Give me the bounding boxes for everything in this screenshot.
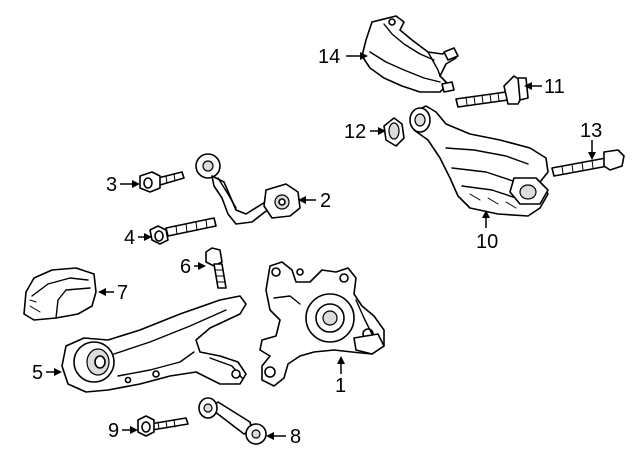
part-5-trailing-arm [61,295,247,393]
part-3-bolt [139,171,185,193]
callout-12: 12 [344,121,366,143]
part-14-bracket [361,15,459,93]
part-6-bolt [205,247,227,289]
callout-6: 6 [180,256,191,278]
part-7-cover [23,267,97,321]
callout-9: 9 [108,420,119,442]
callout-labels: 14 11 12 13 10 3 2 4 6 7 1 5 9 8 [32,46,602,448]
part-4-bolt [149,217,217,245]
part-1-knuckle [259,261,385,387]
part-10-lower-arm [409,105,549,217]
part-9-bolt [137,415,189,437]
part-12-bushing [383,117,405,147]
part-8-link [198,397,267,445]
callout-2: 2 [320,190,331,212]
callout-4: 4 [124,227,135,249]
callout-11: 11 [544,76,565,98]
callout-10: 10 [476,231,498,253]
callout-1: 1 [335,375,346,397]
callout-3: 3 [106,174,117,196]
part-13-bolt [551,149,625,177]
callout-13: 13 [580,120,602,142]
callout-arrows [46,52,596,440]
callout-14: 14 [318,46,340,68]
part-2-upper-arm [195,153,301,225]
part-11-bolt [455,75,529,108]
callout-5: 5 [32,362,43,384]
callout-8: 8 [290,426,301,448]
callout-7: 7 [117,282,128,304]
